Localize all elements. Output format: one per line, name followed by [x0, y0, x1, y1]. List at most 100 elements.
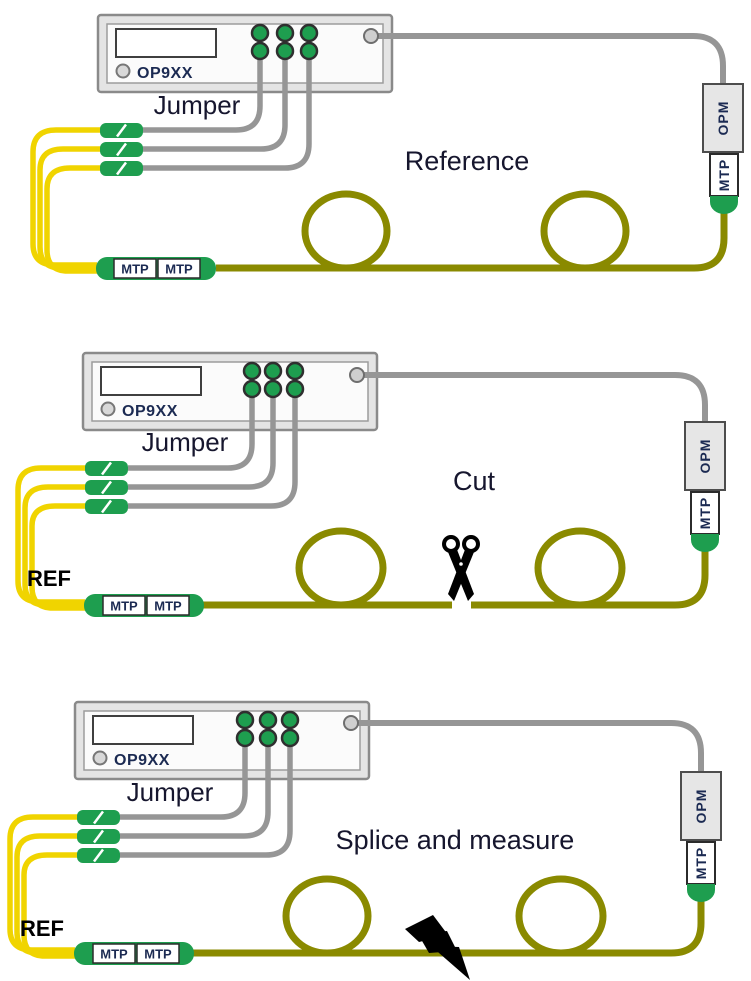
fiber-loop-1 [301, 190, 391, 272]
device-display [92, 715, 194, 745]
panel-reference: OP9XX MTP MTP OPM MTP Jumper Reference [30, 13, 744, 280]
jumper-label: Jumper [127, 777, 214, 807]
ref-label: REF [20, 916, 64, 941]
adapter-port-right [146, 595, 190, 616]
meter-patch-cable [377, 33, 726, 85]
meter-patch-cable [363, 372, 708, 423]
connector-slash [93, 810, 104, 825]
fiber-under-test-right [471, 548, 709, 609]
connector-slash [101, 461, 112, 476]
output-port [242, 361, 262, 381]
fiber-under-test [216, 210, 728, 272]
adapter-port-left [102, 595, 146, 616]
output-port [280, 710, 300, 730]
device-indicator [100, 401, 116, 417]
ref-label: REF [27, 566, 71, 591]
connector-slash [93, 848, 104, 863]
output-port [275, 41, 295, 61]
opm-mtp-connector [690, 491, 720, 535]
jumper-cable-gray-2 [128, 374, 276, 490]
jumper-cable-yellow-3 [21, 852, 78, 959]
jumper-cable-gray-3 [120, 723, 293, 858]
output-port [299, 41, 319, 61]
adapter-port-left [113, 258, 157, 279]
jumper-cable-gray-1 [128, 374, 255, 471]
panel-cut: OP9XX MTP MTP OPM MTP [15, 351, 726, 617]
opm-meter [702, 83, 744, 153]
laser-output-port [363, 28, 379, 44]
opm-meter-label: OPM [697, 439, 713, 474]
output-port [299, 23, 319, 43]
output-port [258, 728, 278, 748]
jumper-cable-gray-1 [120, 723, 248, 820]
adapter-port-right [157, 258, 201, 279]
device-display [115, 28, 217, 58]
lightning-bolt-icon [405, 915, 470, 980]
opm-meter [684, 421, 726, 491]
device-model-label: OP9XX [122, 403, 178, 420]
opm-mtp-connector-label: MTP [716, 159, 732, 192]
scissors-blade [448, 547, 474, 601]
fiber-loop-1 [295, 527, 387, 609]
adapter-port-right-label: MTP [165, 262, 193, 277]
jumper-cable-gray-1 [142, 36, 263, 133]
output-port [263, 379, 283, 399]
output-port [242, 379, 262, 399]
connector-slash [101, 499, 112, 514]
stage-label: Splice and measure [336, 825, 575, 855]
opm-connector-boot [687, 884, 715, 902]
panel-splice: OP9XX MTP MTP OPM MTP [7, 700, 722, 980]
adapter-port-right-label: MTP [154, 599, 182, 614]
bolt-tail [431, 946, 470, 980]
jumper-label: Jumper [154, 90, 241, 120]
output-port [280, 728, 300, 748]
connector-slash [93, 829, 104, 844]
device-display [100, 366, 202, 396]
output-port [258, 710, 278, 730]
opm-connector-boot [710, 196, 738, 214]
fiber-loop-1 [282, 875, 372, 957]
connector-slash [116, 161, 127, 176]
jumper-cable-gray-2 [120, 723, 271, 839]
adapter-port-left-label: MTP [100, 947, 128, 962]
device-indicator [92, 750, 108, 766]
opm-meter [680, 771, 722, 841]
jumper-cable-yellow-3 [44, 165, 101, 274]
stage-label: Cut [453, 466, 496, 496]
opm-mtp-connector [686, 841, 716, 885]
output-port [285, 379, 305, 399]
device-model-label: OP9XX [114, 752, 170, 769]
output-port [250, 41, 270, 61]
stage-label: Reference [405, 146, 530, 176]
opm-mtp-connector-label: MTP [697, 497, 713, 530]
scissors-icon [442, 535, 480, 601]
adapter-port-left [92, 943, 136, 964]
connector-slash [101, 480, 112, 495]
jumper-label: Jumper [142, 427, 229, 457]
output-port [235, 728, 255, 748]
laser-output-port [343, 715, 359, 731]
fiber-loop-2 [515, 875, 607, 957]
fiber-loop-2 [540, 190, 630, 272]
scissors-pivot [459, 562, 463, 566]
adapter-port-left-label: MTP [110, 599, 138, 614]
jumper-cable-gray-2 [142, 36, 288, 152]
fiber-under-test [193, 900, 705, 957]
meter-patch-cable [357, 720, 704, 773]
output-port [263, 361, 283, 381]
opm-mtp-connector-label: MTP [693, 847, 709, 880]
laser-output-port [349, 367, 365, 383]
opm-meter-label: OPM [693, 789, 709, 824]
adapter-port-right-label: MTP [144, 947, 172, 962]
jumper-cable-gray-3 [128, 374, 298, 509]
connector-slash [116, 123, 127, 138]
adapter-port-right [136, 943, 180, 964]
connector-slash [116, 142, 127, 157]
opm-meter-label: OPM [715, 101, 731, 136]
output-port [285, 361, 305, 381]
output-port [275, 23, 295, 43]
device-indicator [115, 63, 131, 79]
fiber-loop-2 [534, 527, 626, 609]
